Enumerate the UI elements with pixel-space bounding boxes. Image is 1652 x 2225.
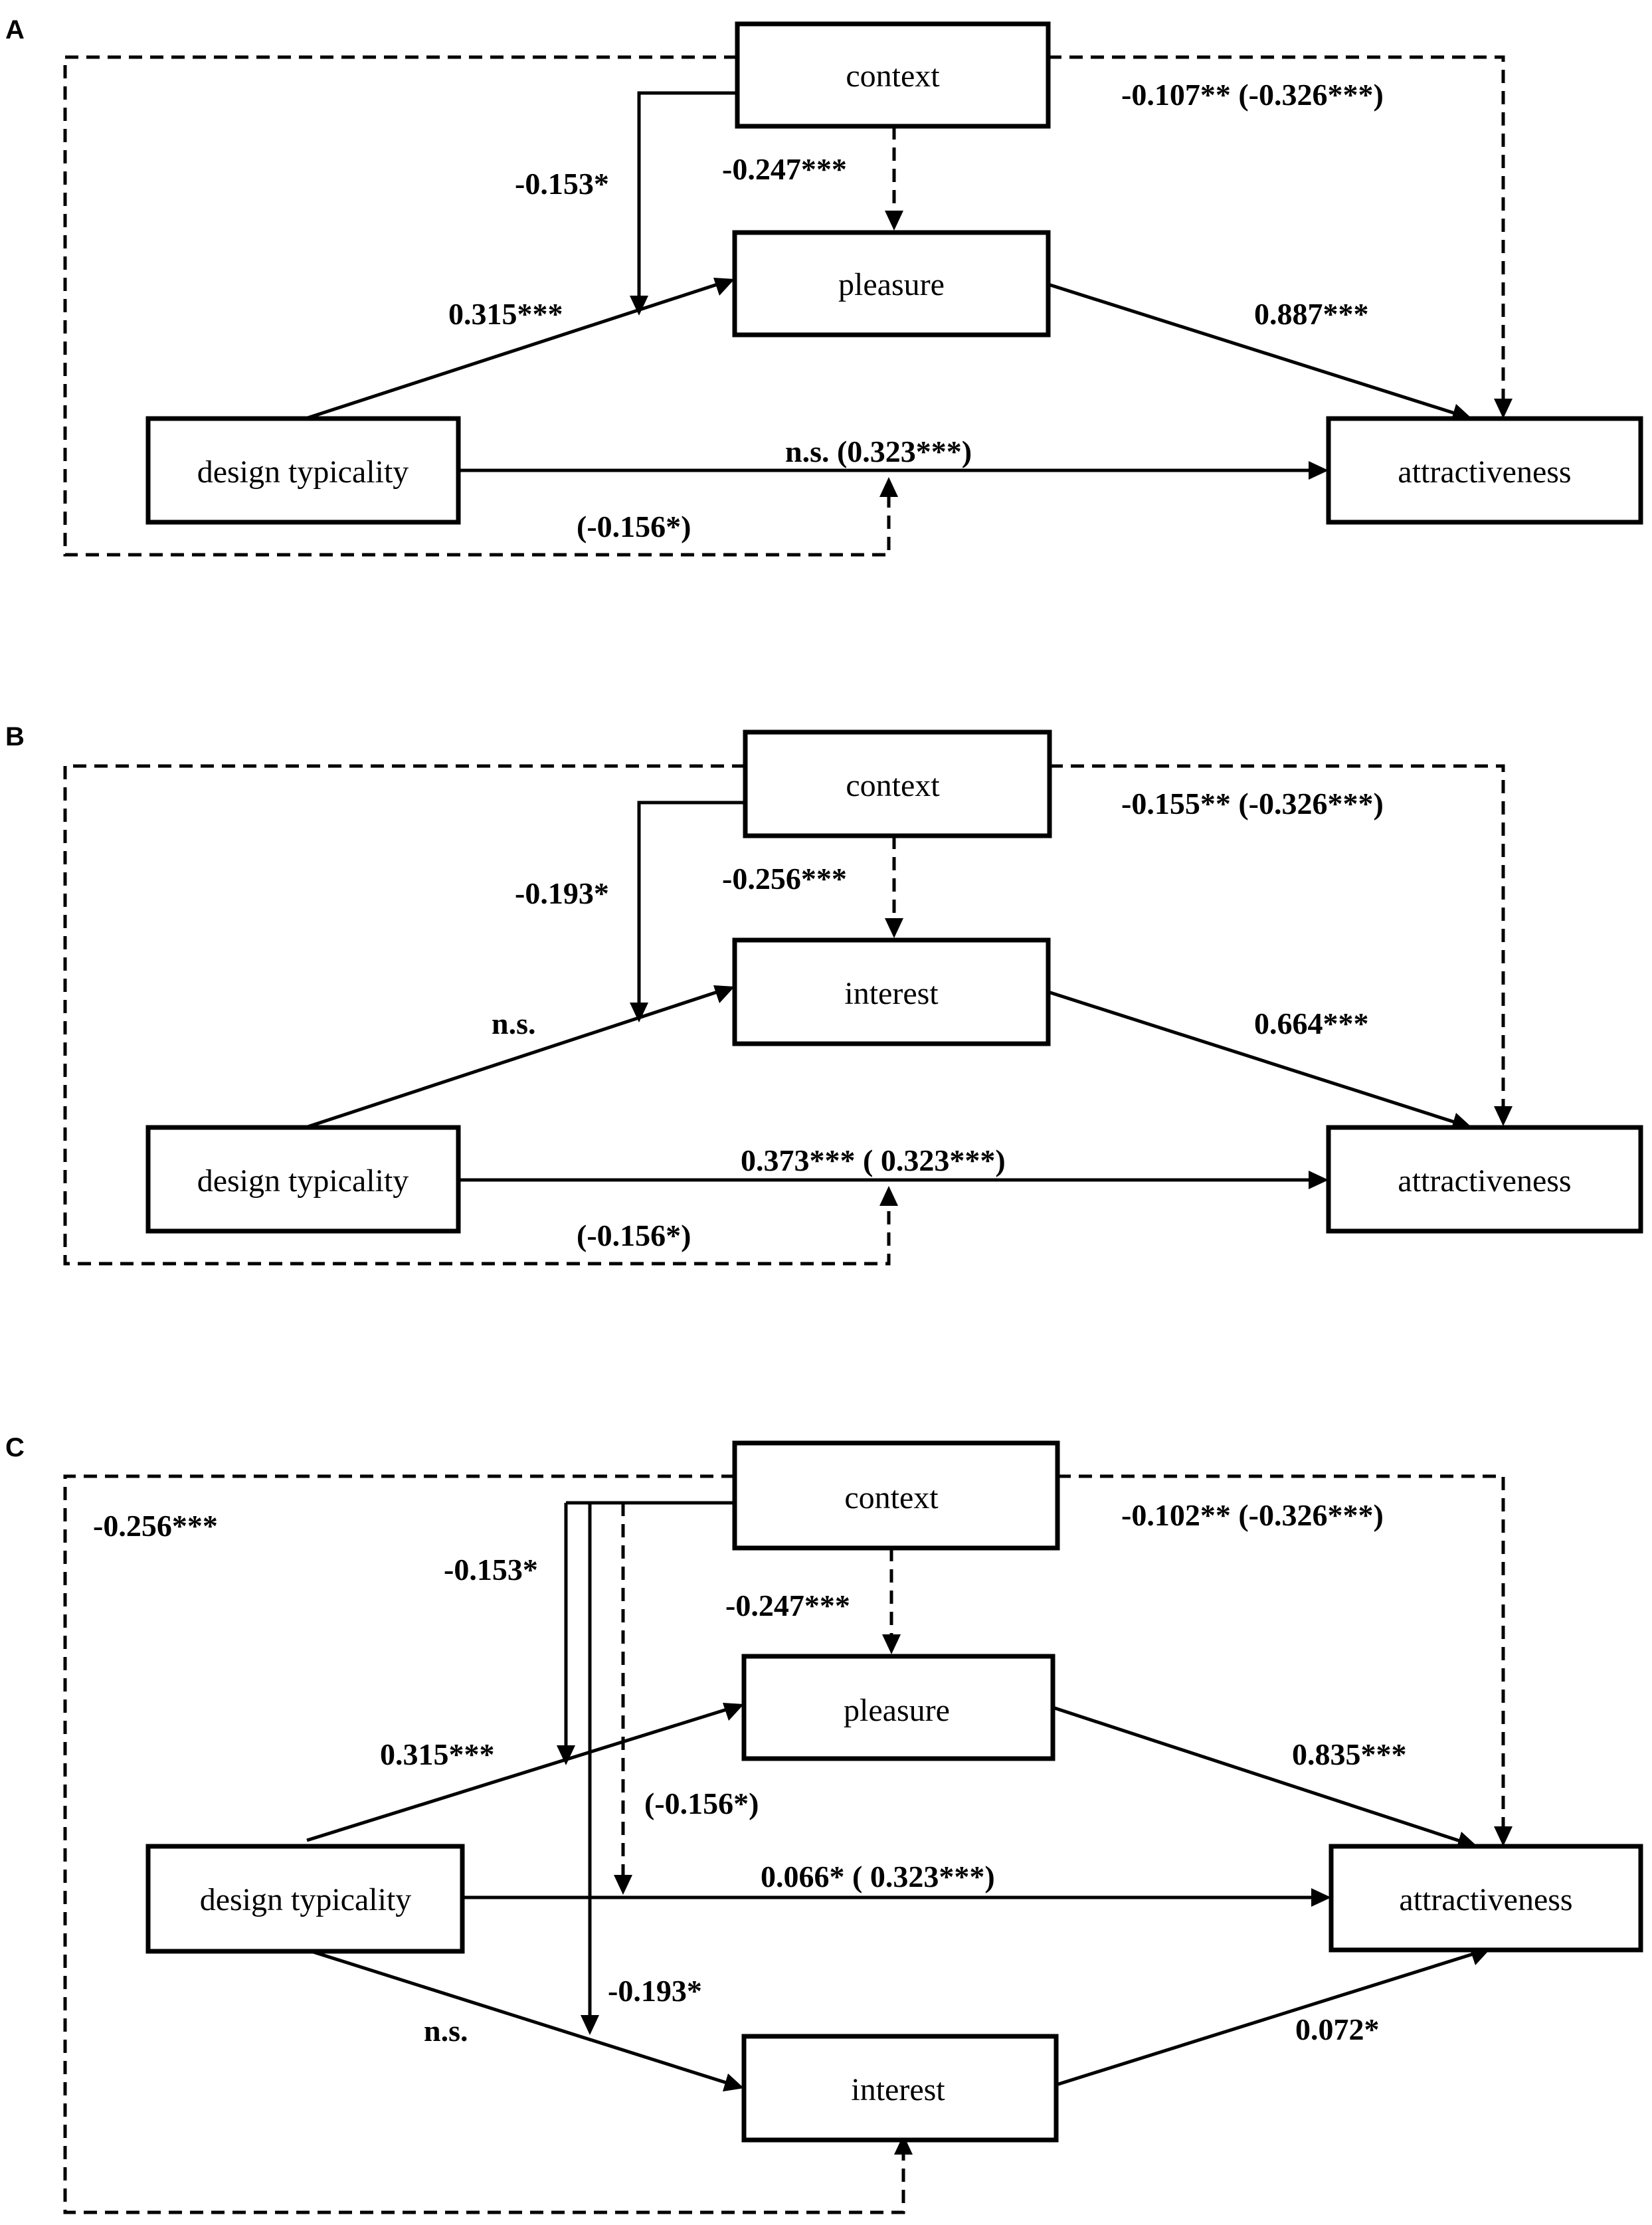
coef-context-moderation: -0.153*	[515, 167, 609, 201]
coef-design-to-pleasure: 0.315***	[380, 1737, 495, 1771]
coef-design-to-attract: 0.373*** ( 0.323***)	[741, 1143, 1006, 1177]
coef-context-to-mediator: -0.256***	[722, 862, 847, 896]
arrowhead	[894, 2135, 913, 2155]
coef-context-mod-pleasure: -0.153*	[444, 1553, 538, 1587]
design-typicality-box	[145, 1125, 461, 1234]
arrowhead	[614, 1875, 632, 1895]
arrowhead	[1494, 399, 1513, 419]
design-to-interest-path	[306, 1948, 727, 2085]
coef-interest-to-attract: 0.072*	[1295, 2012, 1380, 2046]
context-box	[743, 729, 1052, 838]
context-to-attract-path	[1050, 764, 1505, 1108]
pleasure-to-attract-path	[1052, 1705, 1461, 1843]
interest-box	[741, 2034, 1059, 2143]
coef-pleasure-to-attract: 0.835***	[1292, 1737, 1407, 1771]
interest-to-attract-path	[1055, 1952, 1474, 2087]
arrowhead	[723, 2074, 744, 2091]
design-to-mediator-path	[305, 282, 718, 421]
context-label: context	[844, 1480, 939, 1515]
interest-box	[732, 937, 1051, 1046]
attractiveness-box	[1326, 416, 1643, 525]
coef-mediator-to-attract: 0.887***	[1254, 297, 1369, 331]
coef-context-to-attract: -0.102** (-0.326***)	[1121, 1498, 1384, 1532]
arrowhead	[885, 918, 903, 938]
design-typicality-box	[145, 416, 461, 525]
attractiveness-label: attractiveness	[1399, 1882, 1572, 1917]
context-box	[735, 21, 1051, 129]
interest-label: interest	[851, 2072, 945, 2107]
attractiveness-label: attractiveness	[1398, 454, 1571, 490]
panel-b: B context interest design typicality att…	[5, 722, 1643, 1266]
arrowhead	[1311, 1888, 1331, 1907]
mediator-to-attract-path	[1048, 282, 1455, 415]
coef-context-moderation: -0.193*	[515, 876, 609, 910]
coef-design-to-mediator: n.s.	[492, 1007, 535, 1040]
coef-context-to-interest: -0.256***	[93, 1509, 218, 1543]
design-to-mediator-path	[305, 990, 718, 1129]
panel-letter: C	[5, 1433, 25, 1462]
panel-c: C context	[5, 1433, 1643, 2214]
arrowhead	[879, 477, 898, 497]
coef-context-to-attract: -0.107** (-0.326***)	[1121, 78, 1384, 112]
arrowhead	[557, 1745, 575, 1765]
attractiveness-box	[1326, 1125, 1643, 1234]
coef-context-mod-direct: (-0.156*)	[644, 1787, 759, 1820]
arrowhead	[882, 1634, 901, 1654]
design-typicality-label: design typicality	[197, 454, 409, 490]
coef-context-mod-interest: -0.193*	[608, 1974, 702, 2008]
coef-design-to-interest: n.s.	[424, 2014, 468, 2048]
arrowhead	[723, 1703, 744, 1721]
coef-context-loop: (-0.156*)	[577, 510, 691, 543]
interest-label: interest	[844, 976, 939, 1011]
attractiveness-box	[1329, 1844, 1643, 1953]
context-to-interest-path	[63, 1474, 905, 2214]
arrowhead	[581, 2015, 599, 2035]
design-to-pleasure-path	[306, 1707, 727, 1842]
pleasure-label: pleasure	[838, 267, 945, 302]
design-typicality-label: design typicality	[200, 1882, 412, 1917]
arrowhead	[885, 211, 903, 231]
arrowhead	[713, 985, 735, 1003]
panel-letter: A	[5, 15, 25, 45]
pleasure-label: pleasure	[844, 1693, 950, 1728]
pleasure-box	[741, 1654, 1055, 1761]
arrowhead	[630, 296, 648, 316]
context-moderation-path	[637, 801, 745, 1005]
arrowhead	[1309, 1171, 1329, 1189]
pleasure-box	[732, 230, 1051, 338]
arrowhead	[713, 278, 735, 296]
context-label: context	[846, 58, 940, 94]
coef-design-to-attract: n.s. (0.323***)	[785, 435, 972, 468]
coef-context-to-mediator: -0.247***	[722, 152, 847, 186]
arrowhead	[1494, 1106, 1513, 1126]
mediator-to-attract-path	[1048, 990, 1455, 1124]
design-typicality-label: design typicality	[197, 1163, 409, 1199]
coef-context-loop: (-0.156*)	[577, 1218, 691, 1252]
coef-context-to-attract: -0.155** (-0.326***)	[1121, 787, 1384, 821]
coef-context-to-pleasure: -0.247***	[725, 1589, 850, 1622]
context-box	[732, 1440, 1060, 1551]
context-loop-path	[63, 55, 891, 557]
arrowhead	[879, 1186, 898, 1206]
coef-design-to-attract: 0.066* ( 0.323***)	[761, 1860, 995, 1893]
context-loop-path	[63, 764, 891, 1266]
context-to-attract-path	[1057, 1474, 1505, 1828]
design-typicality-box	[145, 1844, 465, 1954]
arrowhead	[1494, 1826, 1513, 1846]
coef-design-to-mediator: 0.315***	[448, 297, 563, 331]
arrowhead	[1309, 461, 1329, 480]
context-moderation-path	[637, 91, 737, 298]
panel-a: A context pleasure design typicality att…	[5, 15, 1643, 557]
context-to-attract-path	[1048, 55, 1505, 401]
panel-letter: B	[5, 722, 25, 751]
arrowhead	[630, 1003, 648, 1022]
coef-mediator-to-attract: 0.664***	[1254, 1007, 1369, 1040]
context-label: context	[846, 768, 940, 803]
attractiveness-label: attractiveness	[1398, 1163, 1571, 1199]
